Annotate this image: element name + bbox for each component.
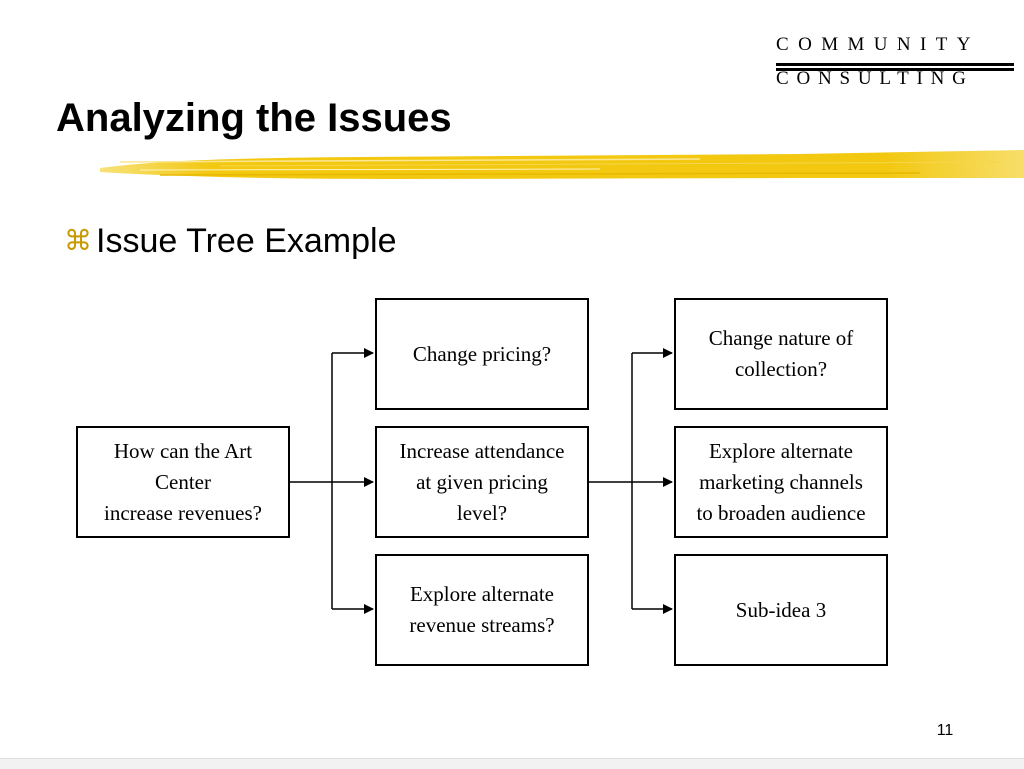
branch-box-1: Change pricing? — [375, 298, 589, 410]
bullet-item: ⌘Issue Tree Example — [64, 222, 396, 261]
logo-rule-bottom — [776, 68, 1014, 71]
sub-branch-box-2: Explore alternate marketing channels to … — [674, 426, 888, 538]
page-number: 11 — [936, 722, 954, 739]
bullet-text: Issue Tree Example — [96, 222, 397, 260]
sub-branch-box-1: Change nature of collection? — [674, 298, 888, 410]
logo-line-1: COMMUNITY — [776, 34, 980, 55]
z-bullet-icon: ⌘ — [64, 225, 92, 256]
footer-band — [0, 758, 1024, 769]
yellow-brush-stroke — [100, 150, 1024, 179]
root-question-box: How can the Art Center increase revenues… — [76, 426, 290, 538]
branch-box-2: Increase attendance at given pricing lev… — [375, 426, 589, 538]
logo-rule-top — [776, 63, 1014, 66]
branch-box-3: Explore alternate revenue streams? — [375, 554, 589, 666]
community-consulting-logo: COMMUNITY CONSULTING — [776, 34, 1016, 90]
sub-branch-box-3: Sub-idea 3 — [674, 554, 888, 666]
logo-line-2: CONSULTING — [776, 68, 974, 89]
slide-title: Analyzing the Issues — [56, 96, 452, 140]
